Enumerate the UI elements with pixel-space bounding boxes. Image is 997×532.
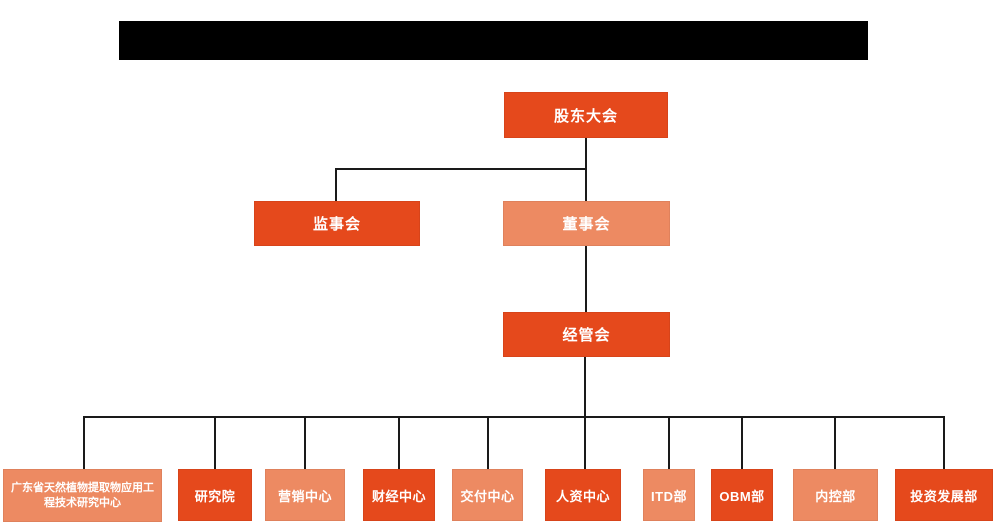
org-node-management-committee: 经管会 [503,312,670,357]
org-node-itd-department: ITD部 [643,469,695,521]
org-node-label: 交付中心 [460,488,515,504]
org-node-hr-center: 人资中心 [545,469,621,521]
org-node-label: 内控部 [815,488,856,504]
org-node-marketing-center: 营销中心 [265,469,345,521]
org-node-label: 监事会 [312,216,361,233]
org-node-label: 人资中心 [555,488,610,504]
org-node-internal-control-department: 内控部 [793,469,878,521]
org-node-label: 财经中心 [371,488,426,504]
org-node-label: OBM部 [719,488,765,504]
org-node-shareholders-meeting: 股东大会 [504,92,668,138]
org-node-gd-plant-extract-research-center: 广东省天然植物提取物应用工程技术研究中心 [3,469,162,522]
org-node-investment-development-department: 投资发展部 [895,469,993,521]
org-node-label: 股东大会 [553,107,618,125]
org-node-label: 董事会 [562,216,611,233]
org-node-board-of-directors: 董事会 [503,201,670,246]
org-node-label: 投资发展部 [910,488,978,504]
org-node-label: ITD部 [651,488,687,504]
org-node-finance-center: 财经中心 [363,469,435,521]
org-node-label: 营销中心 [277,488,332,504]
org-node-obm-department: OBM部 [711,469,773,521]
org-node-delivery-center: 交付中心 [452,469,523,521]
org-node-label: 经管会 [562,327,611,344]
org-node-research-institute: 研究院 [178,469,252,521]
org-node-supervisory-board: 监事会 [254,201,420,246]
org-node-label: 研究院 [194,488,236,504]
org-node-label: 广东省天然植物提取物应用工程技术研究中心 [11,481,154,509]
redacted-title-bar [119,21,868,60]
